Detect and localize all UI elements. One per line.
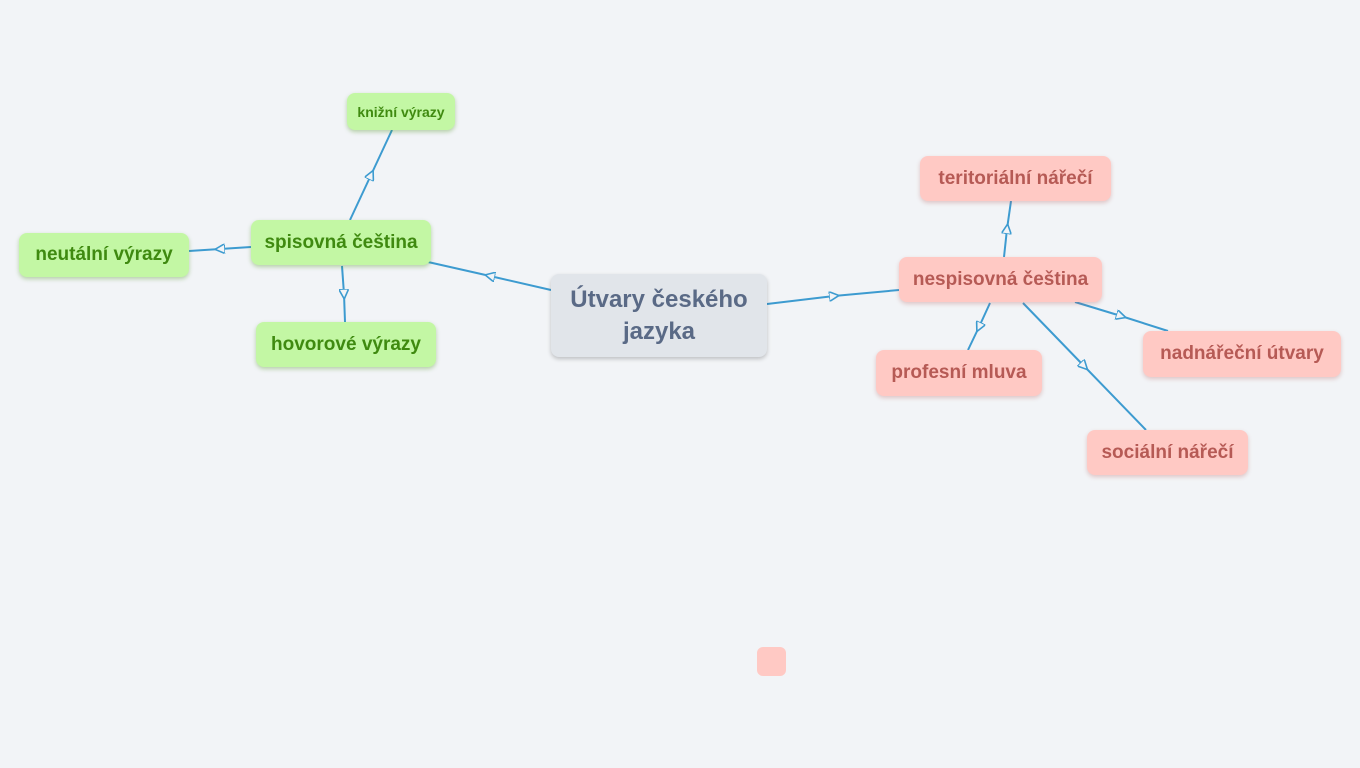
topic-hovorove-vyrazy[interactable]: hovorové výrazy (256, 322, 436, 367)
topic-spisovna-cestina[interactable]: spisovná čeština (251, 220, 431, 265)
edge-spisovna-to-hovorove (342, 265, 345, 323)
topic-profesni-mluva[interactable]: profesní mluva (876, 350, 1042, 396)
edge-spisovna-to-neutalni (188, 247, 252, 251)
edge-center-to-nespisovna (766, 289, 900, 305)
topic-socialni-nareci[interactable]: sociální nářečí (1087, 430, 1248, 475)
topic-nespisovna-cestina[interactable]: nespisovná čeština (899, 257, 1102, 302)
edge-nespisovna-to-teritorialni (1004, 200, 1011, 258)
topic-neutalni-vyrazy[interactable]: neutální výrazy (19, 233, 189, 277)
edge-spisovna-to-knizni (349, 129, 393, 221)
topic-nadnarecni-utvary[interactable]: nadnářeční útvary (1143, 331, 1341, 377)
edge-nespisovna-to-nadnarecni (1074, 301, 1169, 332)
empty-topic-node[interactable] (757, 647, 786, 676)
edge-center-to-spisovna (427, 261, 552, 291)
topic-knizni-vyrazy[interactable]: knižní výrazy (347, 93, 455, 130)
central-topic[interactable]: Útvary českého jazyka (551, 274, 767, 357)
topic-teritorialni-nareci[interactable]: teritoriální nářečí (920, 156, 1111, 201)
edge-nespisovna-to-profesni (967, 302, 991, 351)
